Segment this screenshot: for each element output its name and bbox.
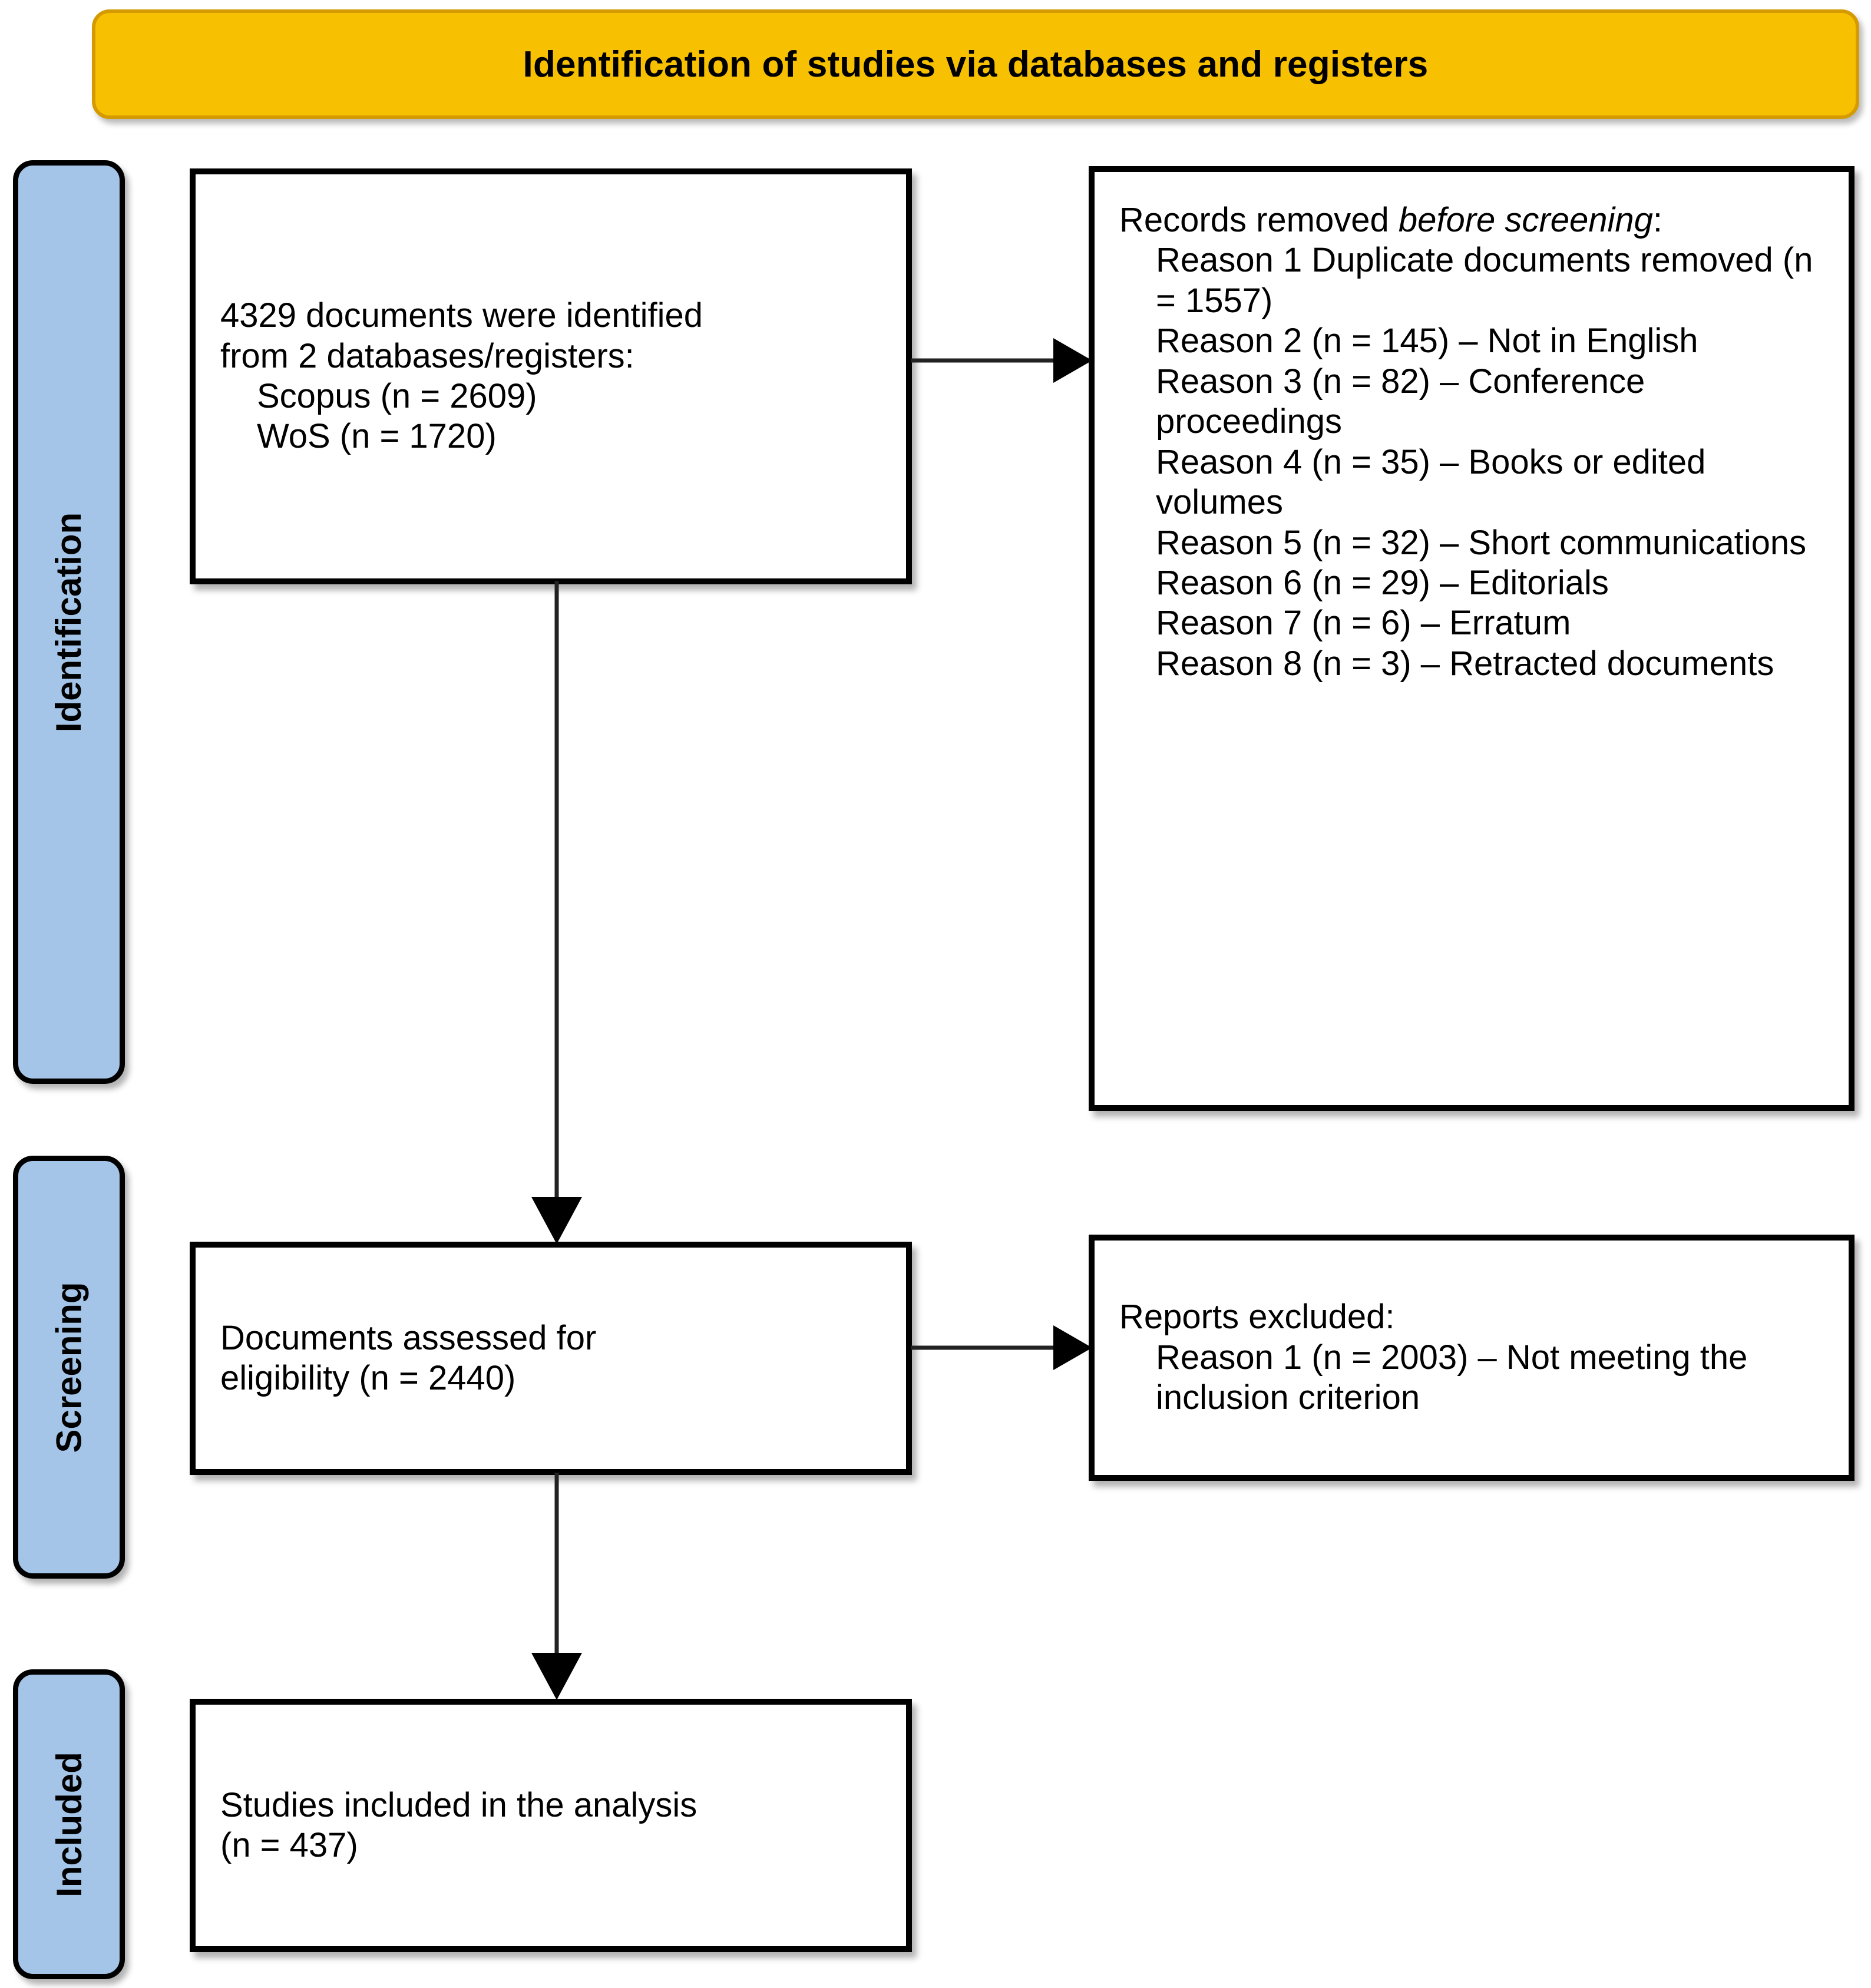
excluded-title: Reports excluded:: [1119, 1298, 1395, 1337]
included-line-2: (n = 437): [220, 1826, 358, 1864]
identified-line-2: from 2 databases/registers:: [220, 336, 634, 375]
arrow-identified-to-removed: [910, 325, 1093, 396]
identified-source-wos: WoS (n = 1720): [257, 417, 497, 456]
removed-reason-8: Reason 8 (n = 3) – Retracted documents: [1156, 644, 1774, 683]
removed-reason-5: Reason 5 (n = 32) – Short communications: [1156, 523, 1807, 562]
stage-header-title: Identification of studies via databases …: [523, 44, 1429, 85]
phase-rail-screening: Screening: [13, 1156, 125, 1579]
removed-reason-2: Reason 2 (n = 145) – Not in English: [1156, 322, 1698, 360]
excluded-reason-1: Reason 1 (n = 2003) – Not meeting the in…: [1156, 1338, 1757, 1417]
phase-label-included: Included: [49, 1751, 89, 1897]
eligibility-line-2: eligibility (n = 2440): [220, 1359, 516, 1397]
identified-line-1: 4329 documents were identified: [220, 296, 703, 335]
box-studies-included: Studies included in the analysis (n = 43…: [190, 1699, 912, 1952]
box-documents-identified: 4329 documents were identified from 2 da…: [190, 168, 912, 584]
included-line-1: Studies included in the analysis: [220, 1785, 698, 1824]
removed-reason-7: Reason 7 (n = 6) – Erratum: [1156, 604, 1571, 643]
box-reports-excluded: Reports excluded: Reason 1 (n = 2003) – …: [1089, 1235, 1855, 1481]
identified-source-scopus: Scopus (n = 2609): [257, 377, 537, 415]
phase-rail-identification: Identification: [13, 160, 125, 1084]
removed-reason-1: Reason 1 Duplicate documents removed (n …: [1156, 241, 1823, 320]
removed-title-suffix: :: [1652, 201, 1663, 239]
removed-reason-3: Reason 3 (n = 82) – Conference proceedin…: [1156, 362, 1655, 441]
phase-rail-included: Included: [13, 1669, 125, 1979]
removed-title: Records removed before screening:: [1119, 200, 1824, 240]
eligibility-line-1: Documents assessed for: [220, 1318, 597, 1357]
stage-header-identification: Identification of studies via databases …: [92, 9, 1859, 119]
removed-reason-4: Reason 4 (n = 35) – Books or edited volu…: [1156, 442, 1715, 522]
removed-reason-6: Reason 6 (n = 29) – Editorials: [1156, 563, 1609, 602]
arrow-eligibility-to-excluded: [910, 1312, 1093, 1383]
phase-label-identification: Identification: [49, 512, 89, 732]
box-records-removed-before-screening: Records removed before screening: Reason…: [1089, 166, 1855, 1111]
removed-title-prefix: Records removed: [1119, 201, 1399, 239]
arrow-identified-to-eligibility: [518, 581, 595, 1245]
phase-label-screening: Screening: [49, 1281, 89, 1453]
removed-title-italic: before screening: [1398, 201, 1653, 239]
arrow-eligibility-to-included: [518, 1473, 595, 1702]
box-documents-assessed-for-eligibility: Documents assessed for eligibility (n = …: [190, 1242, 912, 1475]
